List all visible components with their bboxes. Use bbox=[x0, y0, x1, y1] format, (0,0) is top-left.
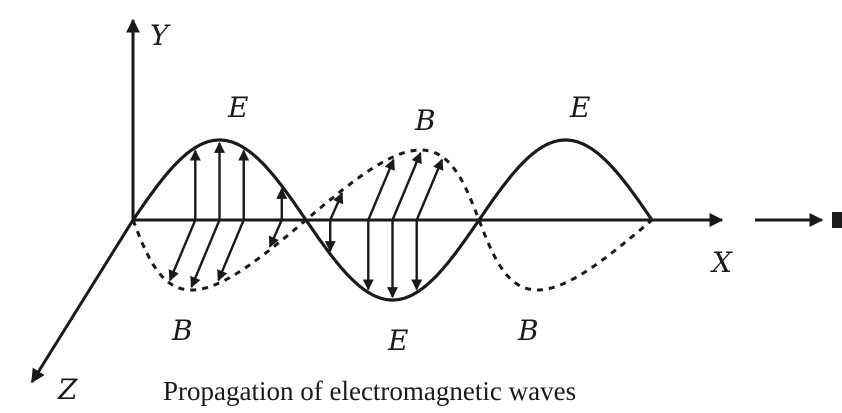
figure-caption: Propagation of electromagnetic waves bbox=[163, 376, 576, 406]
magnetic-field-vectors bbox=[168, 151, 444, 289]
electric-field-vectors bbox=[189, 141, 423, 299]
b-field-vector bbox=[190, 219, 221, 289]
b-field-vector bbox=[217, 219, 245, 282]
b-label-crest: B bbox=[414, 104, 436, 137]
b-field-vector bbox=[415, 158, 444, 221]
b-label-trough-1: B bbox=[171, 314, 193, 347]
x-axis-label: X bbox=[710, 246, 733, 279]
e-label-crest-1: E bbox=[227, 91, 248, 124]
e-label-crest-2: E bbox=[569, 91, 590, 124]
b-label-trough-2: B bbox=[517, 314, 539, 347]
b-field-vector bbox=[391, 151, 422, 221]
magnetic-field-wave bbox=[131, 148, 653, 292]
electric-field-wave bbox=[131, 138, 654, 302]
z-axis bbox=[30, 219, 135, 384]
b-field-vector bbox=[168, 219, 197, 282]
b-field-vector bbox=[367, 158, 395, 221]
e-label-trough: E bbox=[387, 324, 408, 357]
b-field-vector bbox=[329, 192, 344, 221]
y-axis-label: Y bbox=[150, 19, 171, 52]
z-axis-label: Z bbox=[57, 373, 78, 406]
b-field-vector bbox=[268, 219, 283, 248]
propagation-arrow-tail bbox=[832, 212, 842, 228]
